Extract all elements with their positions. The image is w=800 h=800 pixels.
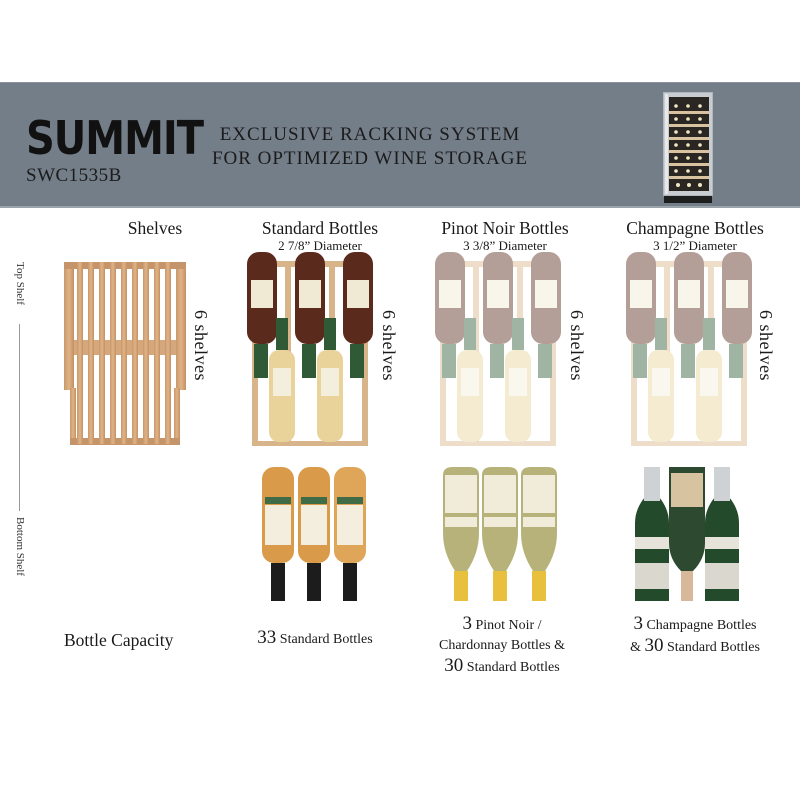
capacity-pinot-standard-count: 30 <box>444 655 464 676</box>
column-title-standard: Standard Bottles <box>261 218 379 238</box>
shelf-count-pinot: 6 shelves <box>567 310 587 381</box>
top-shelf-label: Top Shelf <box>14 262 26 305</box>
header-banner: SUMMIT SWC1535B EXCLUSIVE RACKING SYSTEM… <box>0 82 800 208</box>
capacity-pinot-text: Pinot Noir / <box>475 618 542 633</box>
shelf-count-standard: 6 shelves <box>379 310 399 381</box>
column-title-shelves: Shelves <box>127 218 183 238</box>
bottom-shelf-label: Bottom Shelf <box>14 517 26 576</box>
shelf-count-shelves: 6 shelves <box>191 310 211 381</box>
bottle-capacity-label: Bottle Capacity <box>64 630 174 650</box>
capacity-champagne-standard-count: 30 <box>644 635 664 656</box>
capacity-standard-count: 33 <box>257 627 277 648</box>
column-title-pinot: Pinot Noir Bottles <box>441 218 569 238</box>
capacity-standard-text: Standard Bottles <box>279 632 373 647</box>
capacity-pinot: 3 Pinot Noir / Chardonnay Bottles & 30 S… <box>412 614 592 678</box>
capacity-champagne-count: 3 <box>633 613 643 634</box>
capacity-pinot-standard-text: Standard Bottles <box>466 660 560 675</box>
capacity-champagne-amp: & <box>630 640 641 655</box>
column-title-champagne: Champagne Bottles <box>626 218 764 238</box>
axis-divider <box>19 324 20 511</box>
wine-cooler-icon <box>663 92 713 204</box>
champagne-rack-image <box>624 250 754 446</box>
three-standard-bottles-image <box>262 467 370 603</box>
headline-line-1: EXCLUSIVE RACKING SYSTEM <box>219 124 521 145</box>
capacity-pinot-line2: Chardonnay Bottles & <box>439 638 565 653</box>
column-subtitle-pinot: 3 3/8” Diameter <box>463 238 547 253</box>
headline: EXCLUSIVE RACKING SYSTEM FOR OPTIMIZED W… <box>200 123 540 171</box>
brand-logo: SUMMIT <box>26 112 204 166</box>
three-champagne-bottles-image <box>635 467 747 603</box>
capacity-champagne: 3 Champagne Bottles & 30 Standard Bottle… <box>605 614 785 658</box>
shelf-count-champagne: 6 shelves <box>756 310 776 381</box>
three-pinot-noir-bottles-image <box>441 467 561 603</box>
capacity-pinot-count: 3 <box>462 613 472 634</box>
column-subtitle-standard: 2 7/8” Diameter <box>278 238 362 253</box>
headline-line-2: FOR OPTIMIZED WINE STORAGE <box>211 148 529 169</box>
pinot-rack-image <box>433 250 563 446</box>
model-number: SWC1535B <box>26 165 122 186</box>
standard-bottles-rack-image <box>245 250 375 446</box>
capacity-champagne-text: Champagne Bottles <box>646 618 757 633</box>
shelf-position-axis: Top Shelf Bottom Shelf <box>14 262 34 602</box>
wooden-shelf-image <box>62 260 188 448</box>
capacity-standard: 33 Standard Bottles <box>235 628 395 650</box>
capacity-champagne-standard-text: Standard Bottles <box>666 640 760 655</box>
column-subtitle-champagne: 3 1/2” Diameter <box>653 238 737 253</box>
